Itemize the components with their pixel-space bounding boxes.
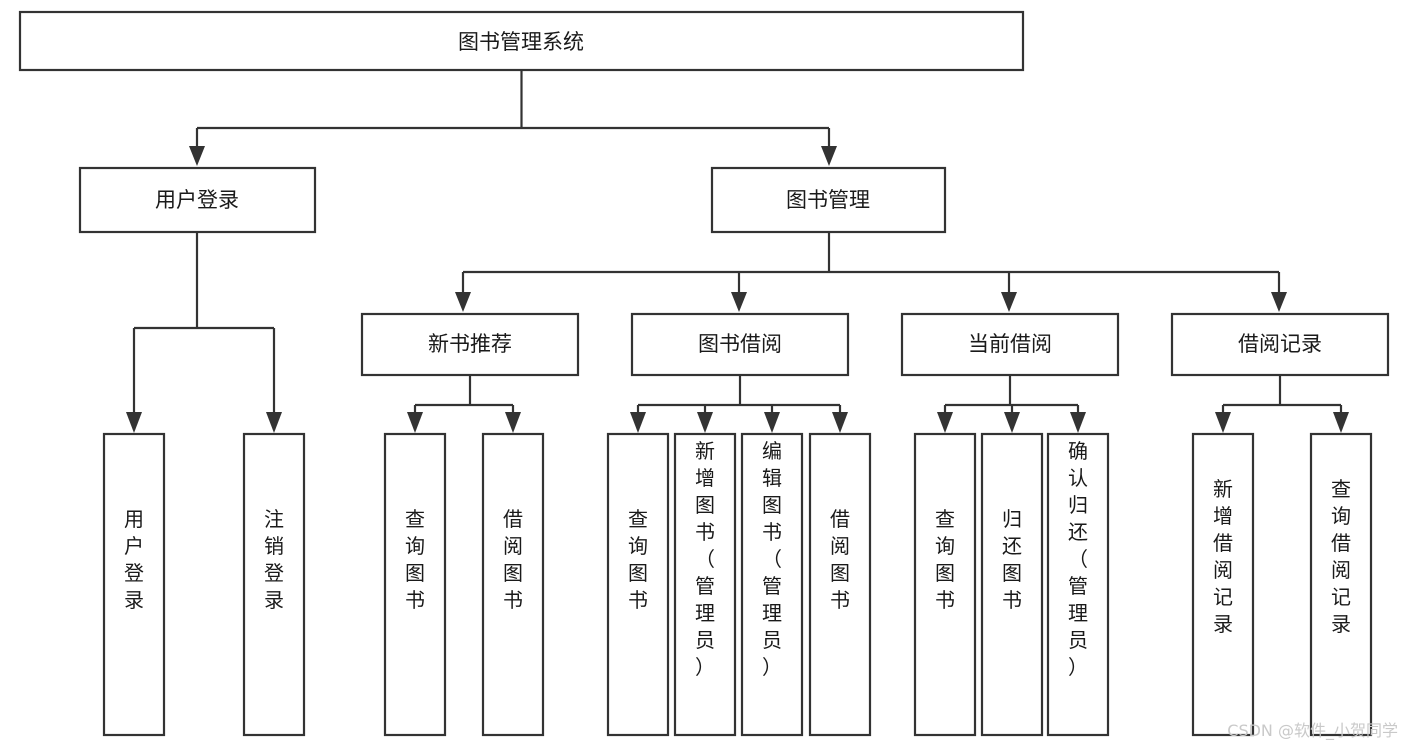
leaf-new-book-0-box[interactable] <box>383 432 447 737</box>
arrow-head-borrow-record <box>1271 292 1287 312</box>
leaf-book-borrow-0[interactable]: 查询图书 <box>606 432 670 737</box>
leaf-user-login-0[interactable]: 用户登录 <box>102 432 166 737</box>
arrow-head-book-borrow-leaf-2 <box>764 412 780 433</box>
leaf-user-login-1-label: 注销登录 <box>264 507 284 612</box>
leaf-new-book-1-label: 借阅图书 <box>503 507 523 612</box>
leaf-book-borrow-2-box[interactable] <box>740 432 804 737</box>
leaf-book-borrow-3-box[interactable] <box>808 432 872 737</box>
leaf-user-login-0-box[interactable] <box>102 432 166 737</box>
arrow-head-borrow-record-leaf-1 <box>1333 412 1349 433</box>
arrow-head-user-login-leaf-0 <box>126 412 142 433</box>
arrow-head-user-login-leaf-1 <box>266 412 282 433</box>
arrow-head-book-borrow-leaf-1 <box>697 412 713 433</box>
arrow-head-new-book-leaf-0 <box>407 412 423 433</box>
leaf-current-borrow-1[interactable]: 归还图书 <box>980 432 1044 737</box>
node-new-book-recommend-box[interactable] <box>360 312 580 377</box>
leaf-user-login-1[interactable]: 注销登录 <box>242 432 306 737</box>
leaf-borrow-record-1[interactable]: 查询借阅记录 <box>1309 432 1373 737</box>
leaf-borrow-record-0-box[interactable] <box>1191 432 1255 737</box>
leaf-borrow-record-0-label: 新增借阅记录 <box>1213 477 1233 636</box>
leaf-book-borrow-3-label: 借阅图书 <box>830 507 850 612</box>
node-book-borrow[interactable]: 图书借阅 <box>630 312 850 377</box>
node-book-borrow-label: 图书借阅 <box>698 332 782 356</box>
node-borrow-record[interactable]: 借阅记录 <box>1170 312 1390 377</box>
arrow-head-book-borrow-leaf-0 <box>630 412 646 433</box>
arrow-head-current-borrow-leaf-1 <box>1004 412 1020 433</box>
leaf-current-borrow-1-box[interactable] <box>980 432 1044 737</box>
leaf-new-book-0[interactable]: 查询图书 <box>383 432 447 737</box>
leaf-book-borrow-2[interactable]: 编辑图书（管理员） <box>740 432 804 737</box>
node-book-borrow-box[interactable] <box>630 312 850 377</box>
node-root[interactable]: 图书管理系统 <box>18 10 1025 72</box>
node-user-login-box[interactable] <box>78 166 317 234</box>
leaf-user-login-1-box[interactable] <box>242 432 306 737</box>
arrow-head-book-mgmt <box>821 146 837 166</box>
node-user-login[interactable]: 用户登录 <box>78 166 317 234</box>
leaf-book-borrow-1-label: 新增图书（管理员） <box>695 439 715 679</box>
node-current-borrow[interactable]: 当前借阅 <box>900 312 1120 377</box>
leaf-current-borrow-0-box[interactable] <box>913 432 977 737</box>
arrow-head-user-login <box>189 146 205 166</box>
arrow-head-borrow-record-leaf-0 <box>1215 412 1231 433</box>
leaf-new-book-1-box[interactable] <box>481 432 545 737</box>
leaf-borrow-record-1-box[interactable] <box>1309 432 1373 737</box>
node-current-borrow-label: 当前借阅 <box>968 332 1052 356</box>
watermark-label: CSDN @软件_小贺同学 <box>1227 721 1398 741</box>
leaf-user-login-0-label: 用户登录 <box>124 507 144 612</box>
leaf-new-book-0-label: 查询图书 <box>405 507 425 612</box>
node-book-management[interactable]: 图书管理 <box>710 166 947 234</box>
leaf-current-borrow-0-label: 查询图书 <box>935 507 955 612</box>
arrow-head-current-borrow-leaf-2 <box>1070 412 1086 433</box>
node-root-box[interactable] <box>18 10 1025 72</box>
leaf-book-borrow-0-label: 查询图书 <box>628 507 648 612</box>
leaf-borrow-record-0[interactable]: 新增借阅记录 <box>1191 432 1255 737</box>
node-book-management-label: 图书管理 <box>786 188 870 212</box>
leaf-new-book-1[interactable]: 借阅图书 <box>481 432 545 737</box>
leaf-current-borrow-2-box[interactable] <box>1046 432 1110 737</box>
leaf-current-borrow-2[interactable]: 确认归还（管理员） <box>1046 432 1110 737</box>
leaf-book-borrow-0-box[interactable] <box>606 432 670 737</box>
connector-layer <box>126 70 1349 433</box>
arrow-head-new-book <box>455 292 471 312</box>
arrow-head-book-borrow-leaf-3 <box>832 412 848 433</box>
node-borrow-record-label: 借阅记录 <box>1238 332 1322 356</box>
arrow-head-current-borrow <box>1001 292 1017 312</box>
node-new-book-recommend-label: 新书推荐 <box>428 332 512 356</box>
node-root-label: 图书管理系统 <box>458 30 584 54</box>
node-borrow-record-box[interactable] <box>1170 312 1390 377</box>
node-book-management-box[interactable] <box>710 166 947 234</box>
leaf-book-borrow-1[interactable]: 新增图书（管理员） <box>673 432 737 737</box>
node-new-book-recommend[interactable]: 新书推荐 <box>360 312 580 377</box>
leaf-current-borrow-1-label: 归还图书 <box>1002 507 1022 612</box>
leaf-current-borrow-2-label: 确认归还（管理员） <box>1068 439 1088 679</box>
node-current-borrow-box[interactable] <box>900 312 1120 377</box>
arrow-head-new-book-leaf-1 <box>505 412 521 433</box>
node-user-login-label: 用户登录 <box>155 188 239 212</box>
leaf-current-borrow-0[interactable]: 查询图书 <box>913 432 977 737</box>
arrow-head-book-borrow <box>731 292 747 312</box>
arrow-head-current-borrow-leaf-0 <box>937 412 953 433</box>
leaf-book-borrow-3[interactable]: 借阅图书 <box>808 432 872 737</box>
leaf-borrow-record-1-label: 查询借阅记录 <box>1331 477 1351 636</box>
leaf-book-borrow-1-box[interactable] <box>673 432 737 737</box>
leaf-book-borrow-2-label: 编辑图书（管理员） <box>762 439 782 679</box>
